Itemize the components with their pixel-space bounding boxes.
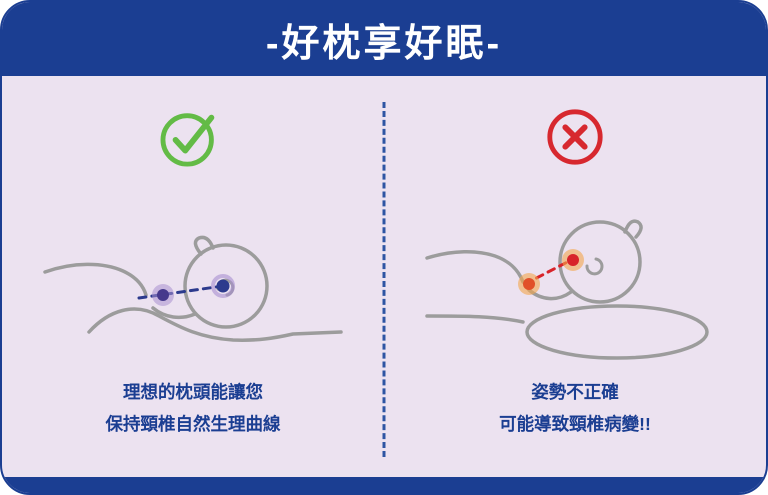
- correct-posture-panel: 理想的枕頭能讓您 保持頸椎自然生理曲線: [2, 76, 384, 477]
- incorrect-caption: 姿勢不正確 可能導致頸椎病變!!: [499, 377, 651, 440]
- correct-caption: 理想的枕頭能讓您 保持頸椎自然生理曲線: [106, 377, 281, 440]
- vertical-dashed-divider: [382, 102, 386, 457]
- incorrect-posture-illustration: [420, 192, 730, 367]
- content-area: 理想的枕頭能讓您 保持頸椎自然生理曲線: [2, 76, 766, 477]
- check-circle-icon: [158, 106, 228, 168]
- correct-caption-line2: 保持頸椎自然生理曲線: [105, 413, 281, 434]
- page-title: -好枕享好眠-: [265, 22, 503, 65]
- incorrect-caption-line1: 姿勢不正確: [531, 382, 619, 402]
- incorrect-posture-panel: 姿勢不正確 可能導致頸椎病變!!: [384, 76, 766, 477]
- correct-caption-line1: 理想的枕頭能讓您: [123, 382, 263, 402]
- footer-bar: [2, 477, 766, 493]
- header-banner: -好枕享好眠-: [2, 2, 766, 76]
- incorrect-caption-line2: 可能導致頸椎病變!!: [499, 413, 651, 434]
- x-circle-icon: [544, 106, 606, 168]
- correct-posture-illustration: [38, 192, 348, 367]
